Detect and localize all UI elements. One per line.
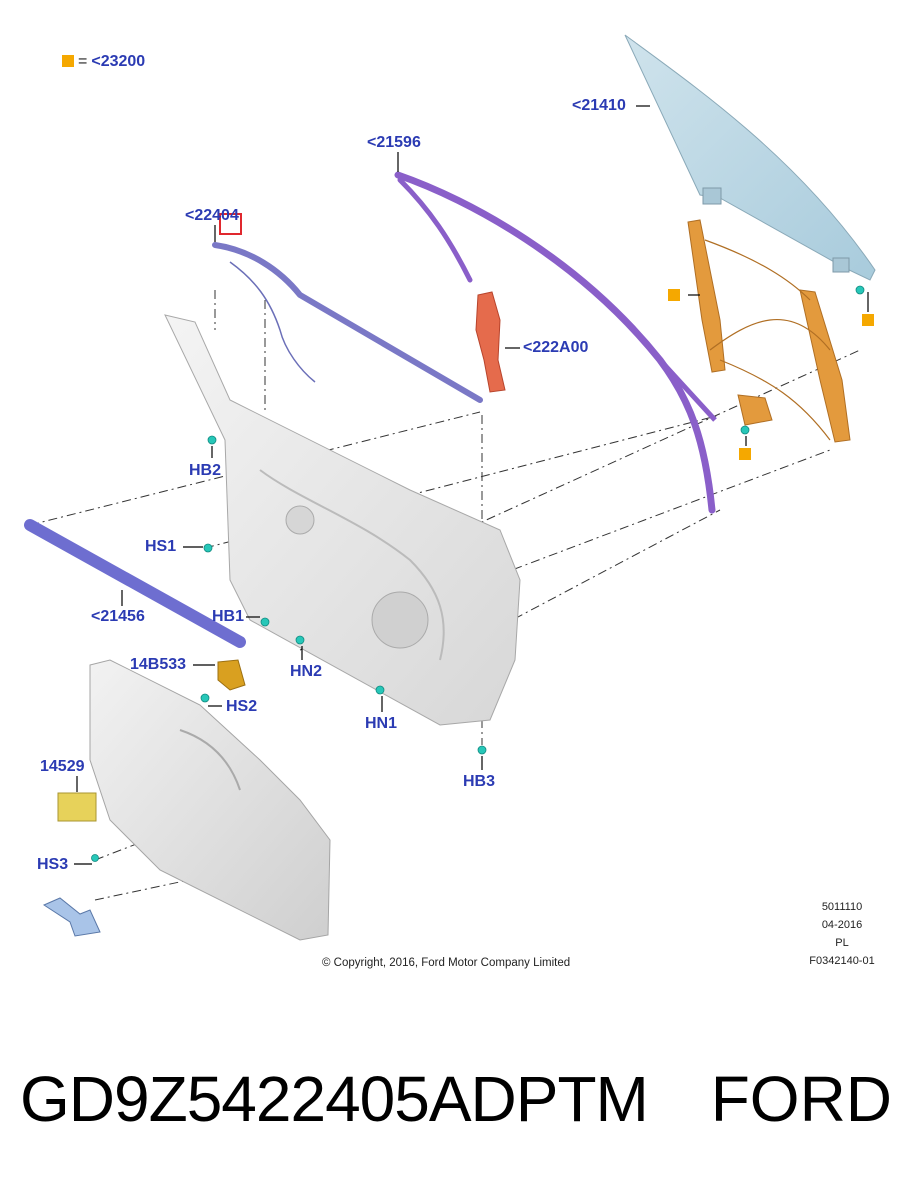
brand-name: FORD <box>710 1063 892 1135</box>
glass-clip <box>702 187 722 205</box>
callout-HN1: HN1 <box>365 715 398 732</box>
door-trim-panel <box>89 659 331 941</box>
window-regulator <box>687 219 851 443</box>
figure-meta: 5011110 04-2016 PL F0342140-01 <box>800 898 884 970</box>
copyright-notice: © Copyright, 2016, Ford Motor Company Li… <box>322 957 571 969</box>
callout-22404: <22404 <box>185 207 239 224</box>
wiring-harness <box>229 261 316 383</box>
window-switch-14529 <box>57 792 97 822</box>
callout-HB1: HB1 <box>212 608 245 625</box>
speaker-opening <box>371 591 429 649</box>
callout-21410: <21410 <box>572 97 626 114</box>
glass-run-channel <box>394 171 716 514</box>
callout-21596: <21596 <box>367 134 421 151</box>
bracket-222A00 <box>475 291 506 393</box>
footer: GD9Z5422405ADPTM FORD <box>0 1062 912 1152</box>
callout-21456: <21456 <box>91 608 145 625</box>
glass-run-channel-inner <box>397 177 473 283</box>
part-number: GD9Z5422405ADPTM <box>20 1063 649 1135</box>
meta-date: 04-2016 <box>821 919 863 931</box>
orange-square-markers <box>668 289 874 460</box>
window-motor-14B533 <box>217 659 246 691</box>
callout-HS1: HS1 <box>145 538 177 555</box>
callout-HS3: HS3 <box>37 856 69 873</box>
callout-HS2: HS2 <box>226 698 258 715</box>
callout-HB2: HB2 <box>189 462 222 479</box>
channel-extension <box>658 358 717 422</box>
window-glass <box>624 34 876 281</box>
fasteners <box>91 285 865 862</box>
legend-equals: = <box>78 53 88 70</box>
glass-clip <box>832 257 850 273</box>
exploded-door-diagram <box>24 34 876 941</box>
meta-figure-id: F0342140-01 <box>809 955 875 967</box>
orange-square-icon <box>62 55 74 67</box>
trim-handle <box>179 729 241 791</box>
highlight-marker <box>219 213 242 235</box>
legend-ref: <23200 <box>91 53 146 70</box>
panel-hole <box>285 505 315 535</box>
front-direction-arrow <box>42 897 101 937</box>
legend: =<23200 <box>62 53 145 71</box>
inner-door-panel <box>164 314 521 726</box>
callout-222A00: <222A00 <box>523 339 589 356</box>
panel-contour <box>259 469 445 661</box>
belt-weatherstrip-outer <box>212 242 483 403</box>
regulator-cables <box>704 239 831 441</box>
callout-HN2: HN2 <box>290 663 323 680</box>
meta-code: 5011110 <box>821 901 863 913</box>
leader-lines <box>74 105 869 865</box>
meta-lang: PL <box>835 937 849 949</box>
belt-weatherstrip-21456 <box>24 519 246 648</box>
callout-14529: 14529 <box>40 758 85 775</box>
callout-HB3: HB3 <box>463 773 496 790</box>
callout-14B533: 14B533 <box>130 656 187 673</box>
